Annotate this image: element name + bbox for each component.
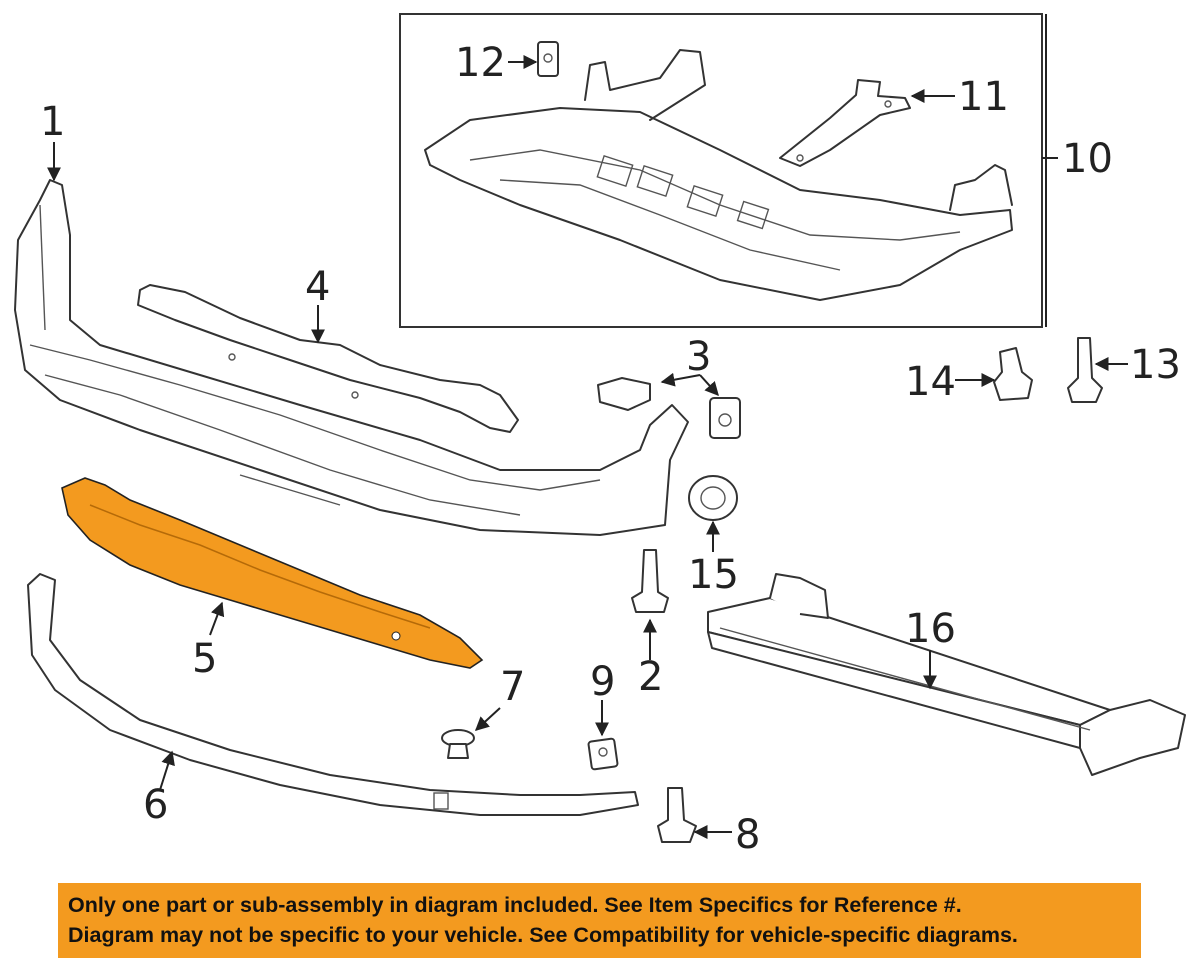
notice-line-2: Diagram may not be specific to your vehi… <box>68 923 1018 947</box>
lower-air-deflector-highlighted <box>61 477 484 669</box>
lower-molding <box>27 573 639 816</box>
push-pin-14 <box>993 347 1033 401</box>
notice-banner: Only one part or sub-assembly in diagram… <box>58 883 1141 958</box>
impact-bar <box>707 573 1186 776</box>
leader-lines <box>47 14 1128 839</box>
screw-13 <box>1067 337 1103 403</box>
callout-2: 2 <box>638 654 663 700</box>
bumper-fascia <box>14 179 689 536</box>
callout-15: 15 <box>688 552 739 598</box>
callout-16: 16 <box>905 606 956 652</box>
callout-7: 7 <box>500 664 525 710</box>
grommet-15 <box>688 475 738 521</box>
push-retainer-7 <box>441 729 475 759</box>
parts-diagram: 1 2 3 4 5 6 7 8 9 10 11 12 13 14 15 16 <box>14 13 1186 858</box>
splash-shield <box>424 49 1013 301</box>
callout-13: 13 <box>1130 342 1181 388</box>
callout-10: 10 <box>1062 136 1113 182</box>
callout-5: 5 <box>192 636 217 682</box>
callout-4: 4 <box>305 264 330 310</box>
clip-nut-9 <box>587 737 619 771</box>
clip-set-3 <box>597 377 741 439</box>
callout-1: 1 <box>40 99 65 145</box>
callout-11: 11 <box>958 74 1009 120</box>
callout-3: 3 <box>686 334 711 380</box>
callout-8: 8 <box>735 812 760 858</box>
bolt-8 <box>657 787 697 843</box>
bolt-2 <box>631 549 669 613</box>
notice-line-1: Only one part or sub-assembly in diagram… <box>68 893 962 917</box>
energy-absorber <box>137 284 519 433</box>
callout-6: 6 <box>143 782 168 828</box>
inset-frame <box>399 13 1043 328</box>
callout-14: 14 <box>905 359 956 405</box>
callout-12: 12 <box>455 40 506 86</box>
callout-9: 9 <box>590 659 615 705</box>
clip-nut-12 <box>537 41 559 77</box>
splash-shield-bracket <box>779 79 911 167</box>
